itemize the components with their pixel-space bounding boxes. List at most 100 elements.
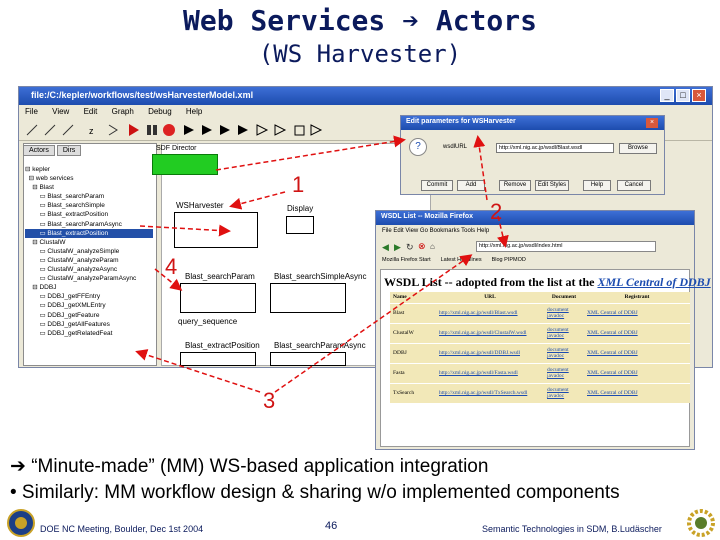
menu-graph[interactable]: Graph xyxy=(111,107,134,116)
tree-item[interactable]: ⊟ ClustalW xyxy=(25,238,66,246)
actor-blast-extract-position[interactable] xyxy=(180,352,256,366)
cell-registrant[interactable]: XML Central of DDBJ xyxy=(587,330,638,336)
reload-icon[interactable]: ↻ xyxy=(406,242,414,252)
cell-registrant[interactable]: XML Central of DDBJ xyxy=(587,370,638,376)
menu-debug[interactable]: Debug xyxy=(148,107,172,116)
cell-document[interactable]: document javadoc xyxy=(547,387,569,400)
maximize-icon[interactable]: □ xyxy=(676,89,690,102)
cell-registrant[interactable]: XML Central of DDBJ xyxy=(587,310,638,316)
bookmark-item[interactable]: Blog PIPMOD xyxy=(491,257,526,263)
table-row: TxSearch http://xml.nig.ac.jp/wsdl/TxSear… xyxy=(390,383,690,403)
bookmark-item[interactable]: Mozilla Firefox Start xyxy=(382,257,431,263)
menu-edit[interactable]: Edit xyxy=(83,107,98,116)
browse-button[interactable]: Browse xyxy=(619,143,657,154)
cell-url[interactable]: http://xml.nig.ac.jp/wsdl/Blast.wsdl xyxy=(439,310,518,316)
dialog-close-icon[interactable]: × xyxy=(646,118,658,128)
commit-button[interactable]: Commit xyxy=(421,180,453,191)
stop-nav-icon[interactable]: ⊗ xyxy=(418,241,426,251)
tree-item[interactable]: ⊟ kepler xyxy=(25,166,50,173)
back-icon[interactable]: ◀ xyxy=(382,242,389,252)
doe-logo xyxy=(7,509,35,537)
add-button[interactable]: Add xyxy=(457,180,485,191)
port-hollow-icon xyxy=(256,124,269,136)
tab-actors[interactable]: Actors xyxy=(23,145,55,156)
tree-item[interactable]: ▭ DDBJ_getRelatedFeat xyxy=(25,329,113,337)
callout-3: 3 xyxy=(263,388,276,413)
port-output-icon xyxy=(184,125,194,135)
cell-name: Fasta xyxy=(393,370,405,376)
sdsc-logo xyxy=(687,509,715,537)
actor-blast-search-param[interactable] xyxy=(180,283,256,313)
wsdl-url-field[interactable]: http://xml.nig.ac.jp/wsdl/Blast.wsdl xyxy=(496,143,614,153)
help-button[interactable]: Help xyxy=(583,180,611,191)
col-url: URL xyxy=(484,294,496,301)
cell-document[interactable]: document javadoc xyxy=(547,307,569,319)
actor-label-display: Display xyxy=(287,204,314,213)
home-icon[interactable]: ⌂ xyxy=(430,242,435,251)
sdf-director[interactable] xyxy=(152,154,218,175)
callout-1: 1 xyxy=(292,172,305,197)
cell-registrant[interactable]: XML Central of DDBJ xyxy=(587,390,638,397)
cell-url[interactable]: http://xml.nig.ac.jp/wsdl/DDBJ.wsdl xyxy=(439,350,520,356)
edit-styles-button[interactable]: Edit Styles xyxy=(535,180,569,191)
cell-name: TxSearch xyxy=(393,390,415,397)
cell-url[interactable]: http://xml.nig.ac.jp/wsdl/TxSearch.wsdl xyxy=(439,390,528,397)
actor-label-wsharvester: WSHarvester xyxy=(176,201,224,210)
table-row: Fasta http://xml.nig.ac.jp/wsdl/Fasta.wsd… xyxy=(390,363,690,383)
tree-item[interactable]: ▭ ClustalW_analyzeParam xyxy=(25,256,119,264)
zoom-fit-icon xyxy=(62,124,74,136)
info-icon: ? xyxy=(409,138,427,156)
tree-item-selected[interactable]: ▭ Blast_extractPosition xyxy=(25,228,153,238)
cell-url[interactable]: http://xml.nig.ac.jp/wsdl/ClustalW.wsdl xyxy=(439,330,527,336)
tree-item[interactable]: ▭ DDBJ_getXMLEntry xyxy=(25,302,106,310)
tree-item[interactable]: ▭ DDBJ_getFeature xyxy=(25,311,100,319)
tab-dirs[interactable]: Dirs xyxy=(56,145,82,156)
firefox-nav-bar: ◀ ▶ ↻ ⊗ ⌂ http://xml.nig.ac.jp/wsdl/inde… xyxy=(380,241,690,253)
tree-item[interactable]: ▭ Blast_searchParamAsync xyxy=(25,220,122,228)
cell-url[interactable]: http://xml.nig.ac.jp/wsdl/Fasta.wsdl xyxy=(439,370,518,376)
actor-blast-search-simple[interactable] xyxy=(270,283,346,313)
actor-blast-param-async[interactable] xyxy=(270,352,346,366)
port-multi-icon xyxy=(220,125,230,135)
close-icon[interactable]: × xyxy=(692,89,706,102)
actor-library-panel xyxy=(23,143,157,366)
menu-help[interactable]: Help xyxy=(185,107,203,116)
wsdl-url-label: wsdlURL xyxy=(443,144,468,150)
remove-button[interactable]: Remove xyxy=(499,180,531,191)
url-bar[interactable]: http://xml.nig.ac.jp/wsdl/index.html xyxy=(476,241,656,252)
xml-central-link[interactable]: XML Central of DDBJ xyxy=(597,275,711,289)
actor-display[interactable] xyxy=(286,216,314,234)
tree-item[interactable]: ▭ Blast_searchSimple xyxy=(25,202,105,210)
arrow-3a xyxy=(274,254,473,393)
callout-4: 4 xyxy=(165,254,178,279)
tree-item[interactable]: ▭ DDBJ_getAllFeatures xyxy=(25,320,110,328)
cell-registrant[interactable]: XML Central of DDBJ xyxy=(587,350,638,356)
edit-parameters-dialog: Edit parameters for WSHarvester × ? wsdl… xyxy=(400,115,665,195)
arrow-3b xyxy=(135,349,261,393)
callout-2: 2 xyxy=(490,199,503,224)
cell-document[interactable]: document javadoc xyxy=(547,367,569,379)
menu-view[interactable]: View xyxy=(52,107,70,116)
forward-icon[interactable]: ▶ xyxy=(394,242,401,252)
tree-item[interactable]: ▭ ClustalW_analyzeSimple xyxy=(25,247,120,255)
tree-item[interactable]: ▭ ClustalW_analyzeAsync xyxy=(25,266,118,274)
menu-file[interactable]: File xyxy=(25,107,38,116)
bullet-2: • Similarly: MM workflow design & sharin… xyxy=(10,482,620,503)
tree-item[interactable]: ▭ ClustalW_analyzeParamAsync xyxy=(25,275,137,283)
tree-item[interactable]: ⊟ Blast xyxy=(25,184,54,192)
cancel-button[interactable]: Cancel xyxy=(617,180,651,191)
cell-document[interactable]: document javadoc xyxy=(547,327,569,339)
cell-document[interactable]: document javadoc xyxy=(547,347,569,359)
tree-item[interactable]: ▭ Blast_extractPosition xyxy=(25,211,109,219)
actor-label-search-param: Blast_searchParam xyxy=(185,272,255,281)
tree-item[interactable]: ▭ Blast_searchParam xyxy=(25,193,105,201)
tree-item[interactable]: ⊟ web services xyxy=(25,175,74,183)
tree-item[interactable]: ▭ DDBJ_getFFEntry xyxy=(25,293,101,301)
arrow-2a xyxy=(473,135,488,201)
footer-right: Semantic Technologies in SDM, B.Ludäsche… xyxy=(482,524,662,534)
tree-item[interactable]: ⊟ DDBJ xyxy=(25,284,57,292)
minimize-icon[interactable]: _ xyxy=(660,89,674,102)
